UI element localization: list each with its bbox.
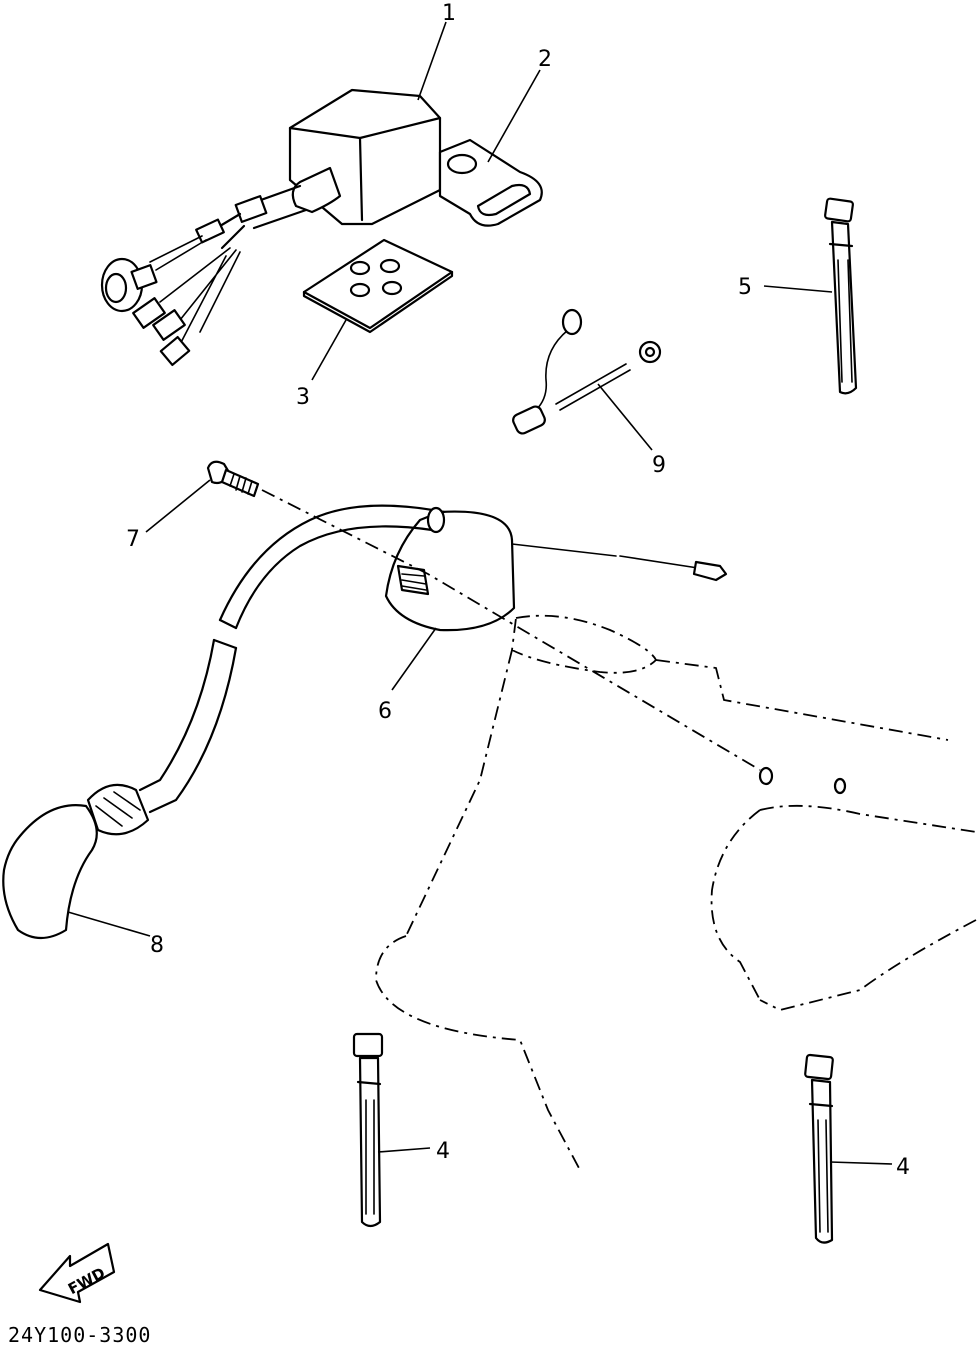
part-8-hose [2,504,446,940]
part-2-bracket [438,138,543,227]
callout-4-left: 4 [436,1139,450,1164]
drawing-code: 24Y100-3300 [8,1323,151,1347]
hull-outline [261,489,977,1171]
part-5-cable-tie [824,197,858,395]
callout-1: 1 [442,1,456,26]
callout-6: 6 [378,699,392,724]
callout-9: 9 [652,453,666,478]
callout-3: 3 [296,385,310,410]
leader-lines [67,21,893,1165]
part-7-bolt [206,460,260,498]
part-4-cable-tie-left [352,1032,384,1228]
callout-5: 5 [738,275,752,300]
callout-7: 7 [126,527,140,552]
part-4-cable-tie-right [804,1053,834,1244]
part-1-electrical-box [100,88,442,367]
callout-8: 8 [150,933,164,958]
fwd-arrow-icon: FWD [38,1242,116,1304]
part-3-pad [302,238,454,334]
callout-labels: 1 2 3 5 9 7 6 8 4 4 [126,1,910,1180]
part-6-cap [384,510,728,632]
callout-2: 2 [538,47,552,72]
callout-4-right: 4 [896,1155,910,1180]
part-9-lead-wire [512,308,662,435]
